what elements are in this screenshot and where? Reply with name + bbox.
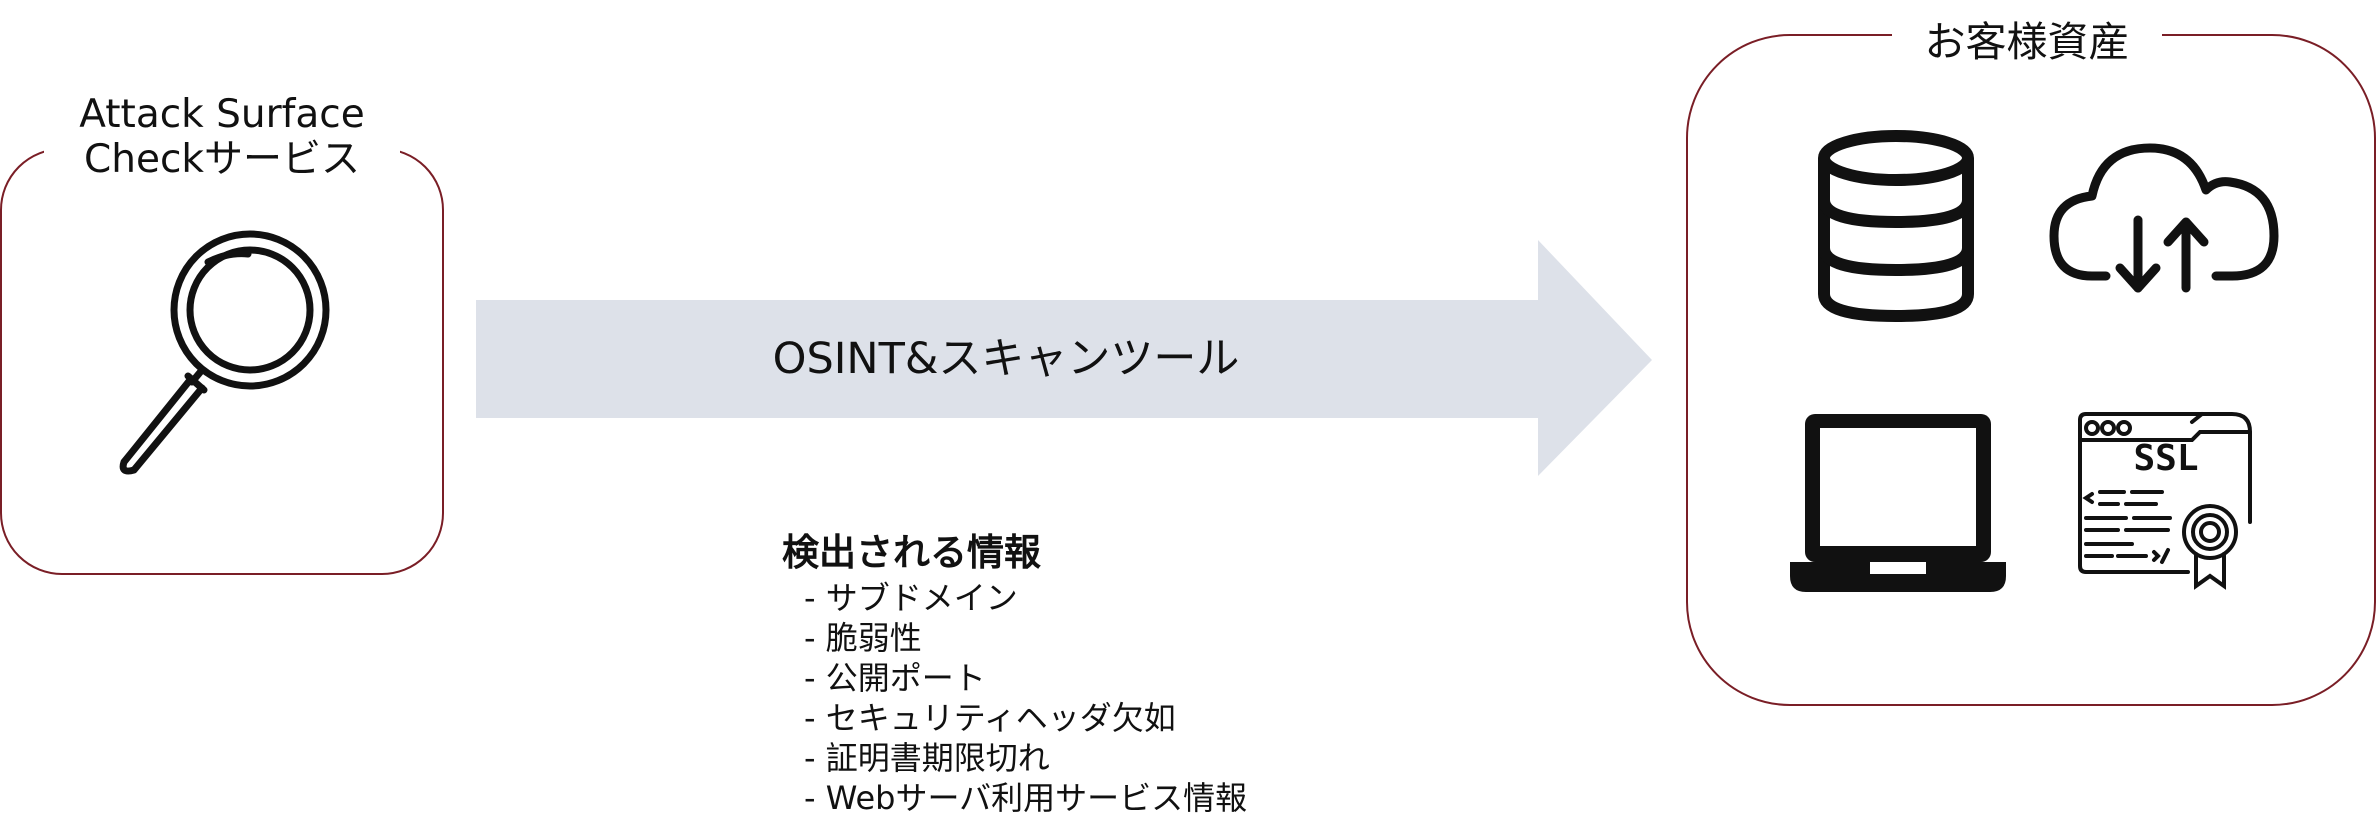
list-item: サブドメイン — [804, 578, 1342, 618]
detected-info-title: 検出される情報 — [782, 531, 1041, 574]
list-item: 公開ポート — [804, 658, 1342, 698]
detected-info-block: 検出される情報 サブドメイン 脆弱性 公開ポート セキュリティヘッダ欠如 証明書… — [782, 528, 1342, 818]
list-item: セキュリティヘッダ欠如 — [804, 698, 1342, 738]
ssl-certificate-icon: SSL — [2078, 412, 2252, 590]
detected-info-list: サブドメイン 脆弱性 公開ポート セキュリティヘッダ欠如 証明書期限切れ Web… — [782, 578, 1342, 818]
left-panel-title-line2: Checkサービス — [84, 137, 360, 182]
laptop-icon — [1790, 414, 2006, 592]
left-panel-title: Attack Surface Checkサービス — [44, 92, 400, 182]
right-panel-customer-assets — [1686, 34, 2376, 706]
left-panel-title-line1: Attack Surface — [79, 92, 365, 137]
database-icon — [1818, 130, 1974, 323]
arrow-label: OSINT&スキャンツール — [772, 334, 1240, 384]
list-item: 脆弱性 — [804, 618, 1342, 658]
right-panel-title: お客様資産 — [1892, 16, 2162, 68]
magnifying-glass-icon — [119, 230, 330, 475]
list-item: 証明書期限切れ — [804, 738, 1342, 778]
cloud-upload-download-icon — [2049, 143, 2279, 293]
ssl-label: SSL — [2133, 438, 2198, 479]
osint-scan-arrow — [476, 240, 1652, 476]
list-item: Webサーバ利用サービス情報 — [804, 778, 1342, 818]
